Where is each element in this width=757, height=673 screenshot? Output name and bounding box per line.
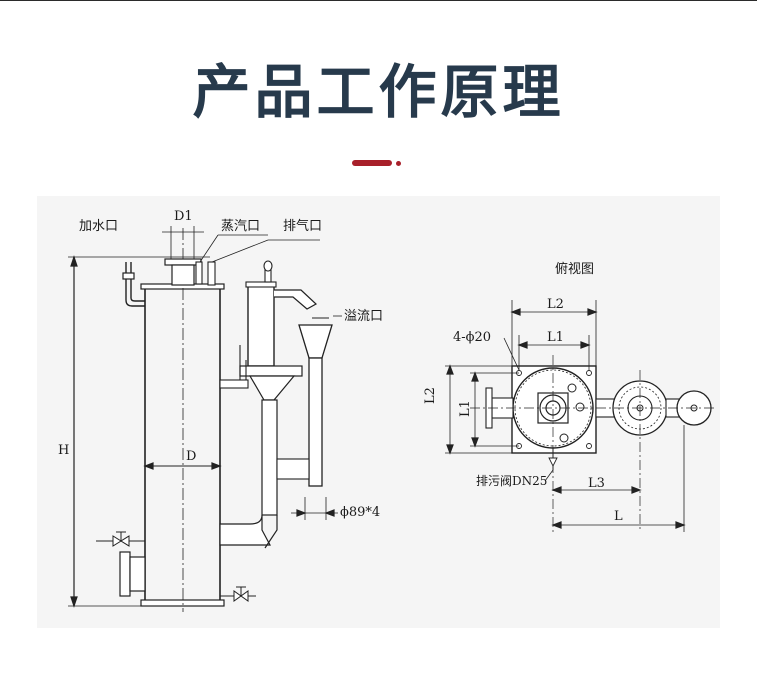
vent-label: 排气口: [283, 219, 323, 234]
overflow-funnel: [298, 324, 333, 359]
main-tank: [144, 284, 221, 606]
diameter-label: D: [186, 449, 197, 464]
water-inlet-label: 加水口: [79, 219, 119, 234]
l1-side-label: L1: [458, 400, 473, 417]
top-view-drawing: [445, 300, 715, 532]
title-accent-bar: [352, 160, 392, 166]
top-view-title: 俯视图: [555, 262, 595, 277]
overflow-pipe: [308, 357, 323, 487]
steam-outlet-pipe: [195, 261, 203, 285]
d1-label: D1: [174, 209, 193, 224]
l2-side-label: L2: [423, 387, 438, 404]
page-title: 产品工作原理: [192, 58, 565, 126]
separator-column: [247, 285, 275, 367]
vent-pipe: [207, 261, 216, 286]
steam-outlet-label: 蒸汽口: [221, 219, 261, 234]
title-accent-dot: [396, 161, 401, 166]
holes-label: 4-ϕ20: [453, 330, 492, 345]
side-view-drawing: [68, 226, 342, 612]
l2-top-label: L2: [547, 297, 564, 312]
pipe-spec-label: ϕ89*4: [340, 505, 381, 520]
manhole-flange: [119, 551, 131, 597]
l1-top-label: L1: [547, 330, 564, 345]
water-inlet-pipe: [125, 262, 145, 307]
top-rule: [0, 0, 757, 1]
height-label: H: [58, 443, 70, 458]
overflow-label: 溢流口: [344, 309, 384, 324]
downcomer-pipe: [261, 399, 278, 516]
l3-label: L3: [588, 476, 605, 491]
l-label: L: [614, 509, 623, 524]
drain-valve-label: 排污阀DN25: [476, 474, 548, 488]
